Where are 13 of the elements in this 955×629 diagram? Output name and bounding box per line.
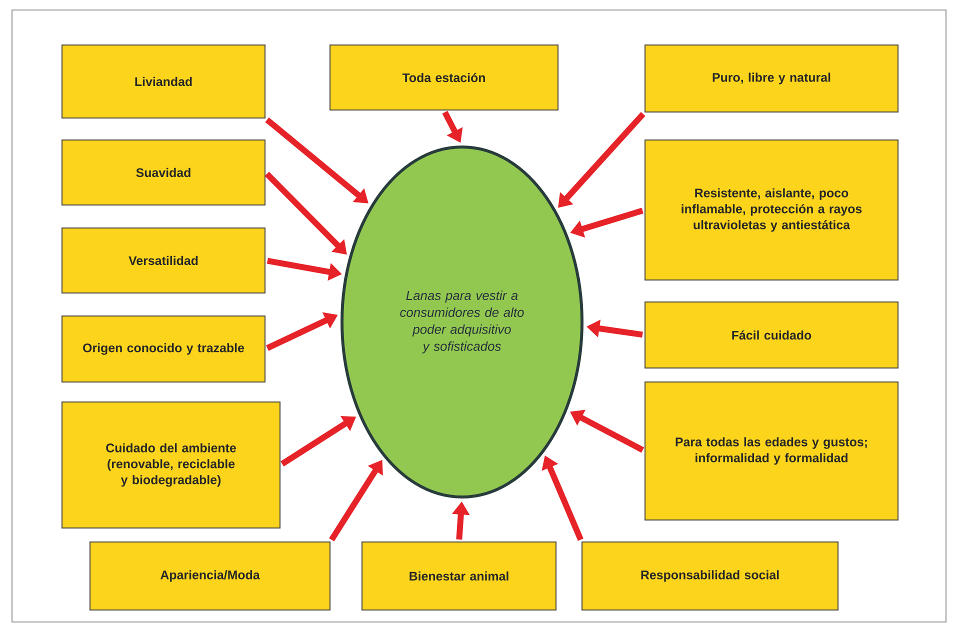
feature-box: Cuidado del ambiente (renovable, reciclable y biodegradable) — [62, 402, 280, 528]
feature-box: Resistente, aislante, poco inflamable, protección a rayos ultravioletas y antiestática — [644, 140, 898, 280]
feature-box: Puro, libre y natural — [644, 44, 898, 112]
feature-box: Fácil cuidado — [644, 302, 898, 368]
feature-box: Responsabilidad social — [582, 542, 838, 610]
feature-box: Toda estación — [330, 44, 558, 110]
feature-box: Suavidad — [62, 140, 266, 206]
feature-box: Origen conocido y trazable — [62, 316, 266, 382]
feature-box: Apariencia/Moda — [90, 542, 330, 610]
feature-box: Bienestar animal — [362, 542, 556, 610]
feature-box: Versatilidad — [62, 228, 266, 294]
feature-box: Liviandad — [62, 44, 266, 118]
feature-box: Para todas las edades y gustos; informalidad y formalidad — [644, 382, 898, 520]
